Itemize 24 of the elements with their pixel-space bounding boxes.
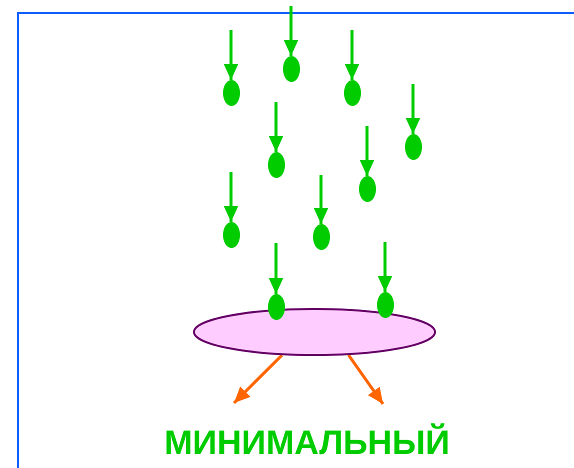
arrow — [224, 172, 238, 222]
drop-dot — [376, 292, 394, 318]
drop-dot — [222, 80, 240, 106]
drop-dot — [222, 222, 240, 248]
arrow — [232, 354, 283, 404]
arrow — [284, 6, 298, 56]
arrow — [224, 30, 238, 80]
arrow — [378, 242, 392, 292]
drop-dot — [312, 224, 330, 250]
drop-dot — [268, 294, 284, 320]
arrow — [347, 354, 384, 405]
caption-text: МИНИМАЛЬНЫЙ — [164, 424, 450, 463]
arrow — [268, 102, 284, 152]
arrow — [360, 126, 374, 176]
drop-dot — [344, 80, 360, 106]
arrow — [344, 30, 360, 80]
arrow — [268, 243, 284, 294]
drop-dot — [358, 176, 376, 202]
arrow — [406, 84, 420, 134]
drop-dot — [282, 56, 300, 82]
arrow — [314, 175, 328, 224]
drop-dot — [268, 152, 284, 178]
oval-platform — [192, 308, 436, 356]
drop-dot — [404, 134, 422, 160]
